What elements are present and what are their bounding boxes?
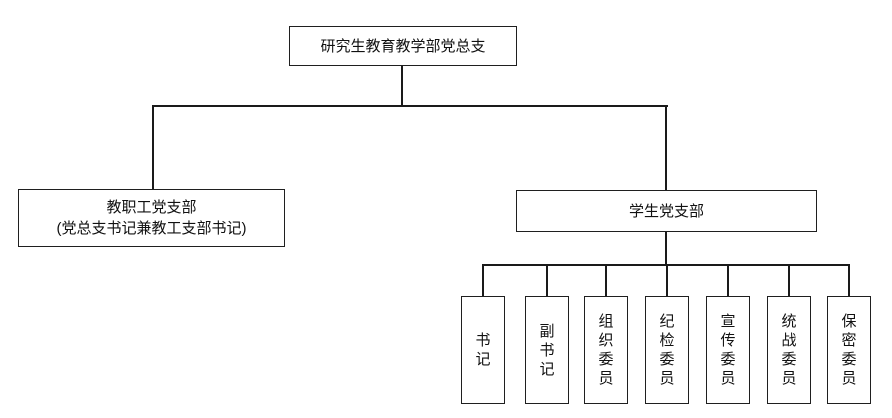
connector-role-drop — [848, 264, 850, 296]
node-role-deputy-secretary: 副书记 — [525, 296, 569, 404]
connector-branch-horizontal — [152, 105, 668, 107]
connector-role-drop — [546, 264, 548, 296]
node-role-propaganda: 宣传委员 — [706, 296, 750, 404]
node-role-secrecy: 保密委员 — [827, 296, 871, 404]
connector-student-stem — [665, 231, 667, 266]
node-root-label: 研究生教育教学部党总支 — [320, 37, 486, 55]
connector-role-drop — [605, 264, 607, 296]
connector-role-drop — [666, 264, 668, 296]
connector-faculty-drop — [152, 105, 154, 189]
node-student-branch: 学生党支部 — [516, 190, 817, 232]
connector-root-drop — [401, 65, 403, 107]
node-faculty-branch: 教职工党支部 (党总支书记兼教工支部书记) — [18, 189, 285, 247]
node-role-organization: 组织委员 — [584, 296, 628, 404]
connector-role-drop — [482, 264, 484, 296]
node-faculty-label-line2: (党总支书记兼教工支部书记) — [56, 220, 247, 237]
node-faculty-label-line1: 教职工党支部 — [106, 199, 197, 216]
connector-student-drop — [665, 105, 667, 190]
node-role-discipline: 纪检委员 — [645, 296, 689, 404]
node-role-secretary: 书记 — [461, 296, 505, 404]
node-student-label: 学生党支部 — [628, 202, 704, 220]
node-role-united-front: 统战委员 — [767, 296, 811, 404]
connector-role-drop — [727, 264, 729, 296]
node-root: 研究生教育教学部党总支 — [289, 26, 517, 66]
connector-role-drop — [788, 264, 790, 296]
